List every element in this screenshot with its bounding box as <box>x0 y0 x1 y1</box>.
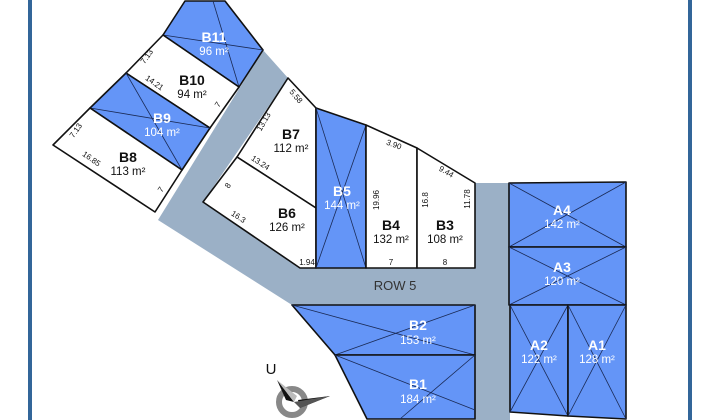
lot-B1[interactable]: B1 184 m² <box>334 354 476 420</box>
lot-name: B5 <box>333 183 351 199</box>
lot-B4[interactable]: B4 132 m² <box>365 124 418 269</box>
lot-B3[interactable]: B3 108 m² <box>416 147 476 269</box>
road-label: ROW 5 <box>374 278 417 293</box>
lot-area: 108 m² <box>427 234 463 246</box>
lot-name: B3 <box>436 217 454 233</box>
lot-area: 153 m² <box>400 335 436 347</box>
lot-area: 144 m² <box>324 200 360 212</box>
lot-B2[interactable]: B2 153 m² <box>291 304 476 356</box>
frame-right <box>688 0 692 420</box>
dimension-label: 8 <box>443 258 448 267</box>
lot-area: 112 m² <box>274 143 309 155</box>
lot-area: 113 m² <box>111 166 146 178</box>
dimension-label: 7 <box>389 258 394 267</box>
lot-name: B9 <box>153 110 171 126</box>
lot-area: 128 m² <box>579 354 615 366</box>
lot-name: B7 <box>282 126 300 142</box>
lot-name: B1 <box>409 376 427 392</box>
lot-name: A4 <box>553 202 571 218</box>
dimension-label: 7 <box>156 185 166 194</box>
lot-B10[interactable]: B10 94 m² <box>125 34 240 129</box>
lot-B6[interactable]: B6 126 m² <box>202 156 317 269</box>
lot-area: 104 m² <box>144 127 180 139</box>
dimension-label: 11.78 <box>463 189 472 209</box>
lot-A1[interactable]: A1 128 m² <box>567 304 627 420</box>
lot-area: 142 m² <box>544 219 580 231</box>
lot-area: 94 m² <box>177 89 207 101</box>
lot-name: B11 <box>202 29 227 45</box>
dimension-label: 8 <box>223 181 233 190</box>
lot-area: 126 m² <box>269 222 305 234</box>
lot-area: 184 m² <box>400 394 436 406</box>
frame-left <box>28 0 32 420</box>
lot-name: B2 <box>409 317 427 333</box>
dimension-label: 1.94 <box>299 258 315 267</box>
lot-name: B8 <box>119 149 137 165</box>
lot-B8[interactable]: B8 113 m² <box>52 107 183 213</box>
lot-A4[interactable]: A4 142 m² <box>508 181 627 248</box>
lot-B5[interactable]: B5 144 m² <box>315 107 367 269</box>
lot-name: B10 <box>179 72 205 88</box>
dimension-label: 7 <box>213 100 223 109</box>
lot-name: A2 <box>530 337 548 353</box>
lot-name: B6 <box>278 205 296 221</box>
compass-rose-icon: U <box>266 361 330 418</box>
lot-name: A1 <box>588 337 606 353</box>
lot-name: A3 <box>553 259 571 275</box>
lot-A2[interactable]: A2 122 m² <box>509 304 569 417</box>
lot-area: 122 m² <box>521 354 557 366</box>
dimension-label: 19.96 <box>372 189 381 210</box>
compass-north-label: U <box>266 361 277 378</box>
lot-A3[interactable]: A3 120 m² <box>508 246 627 306</box>
lot-area: 120 m² <box>544 276 580 288</box>
road <box>158 50 510 420</box>
dimension-label: 16.8 <box>421 192 430 208</box>
lot-area: 132 m² <box>373 234 409 246</box>
lot-area: 96 m² <box>199 46 229 58</box>
lot-name: B4 <box>382 217 400 233</box>
